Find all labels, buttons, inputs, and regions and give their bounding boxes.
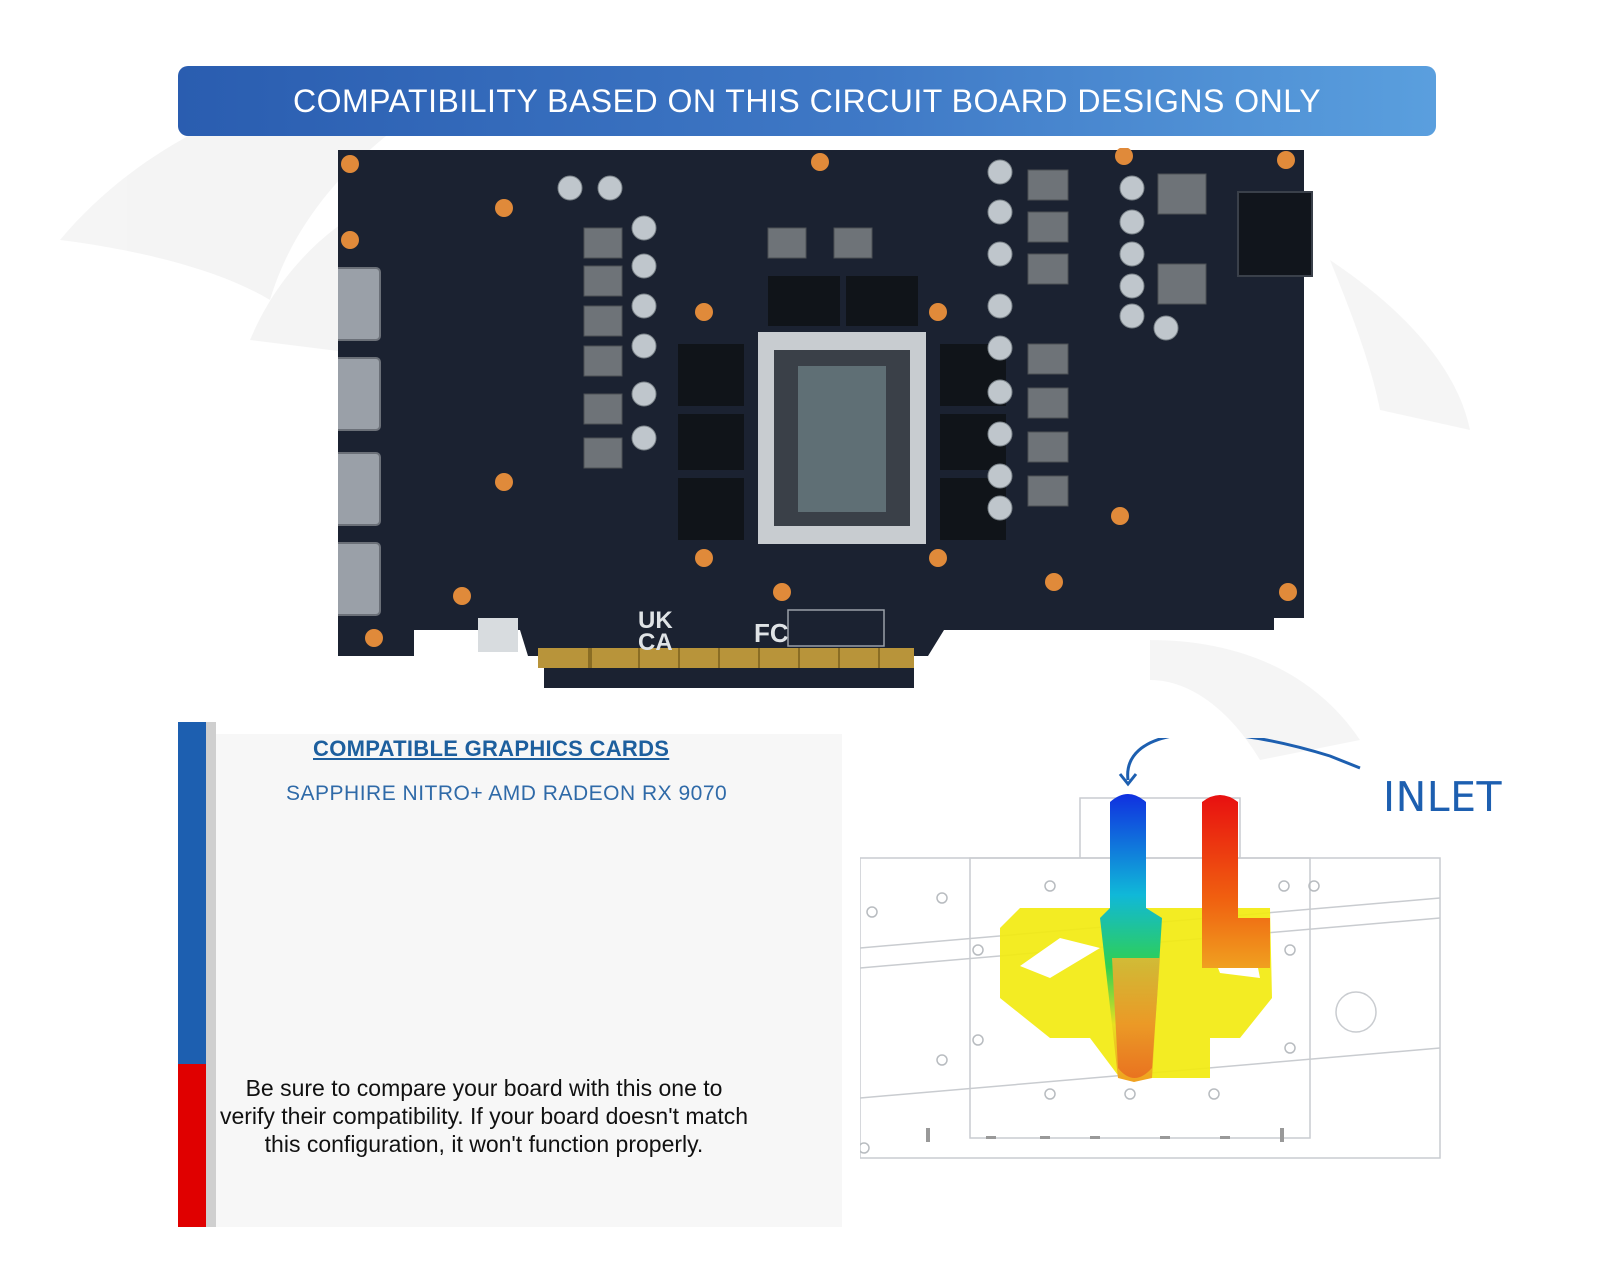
banner-title: COMPATIBILITY BASED ON THIS CIRCUIT BOAR… (292, 82, 1322, 119)
display-ports (338, 267, 381, 616)
block-screws (860, 880, 1320, 1154)
capacitors (557, 159, 1179, 521)
inlet-label: INLET (1383, 773, 1503, 821)
pcie-pins (588, 648, 880, 668)
qr-sticker (478, 618, 518, 652)
memory-chips (678, 276, 1006, 540)
pcie-connector (538, 648, 914, 668)
inlet-arrow (1126, 738, 1361, 781)
compatible-cards-heading: COMPATIBLE GRAPHICS CARDS (313, 736, 670, 761)
compatibility-note: Be sure to compare your board with this … (219, 1075, 749, 1157)
bottom-pins (926, 1128, 1284, 1142)
panel-accent-blue (178, 722, 206, 1064)
panel-background (208, 734, 842, 1227)
marking-ca: CA (638, 629, 673, 656)
marking-uk: UK (638, 607, 673, 634)
compatible-card-model: SAPPHIRE NITRO+ AMD RADEON RX 9070 (286, 782, 728, 805)
waterblock-flow-diagram (860, 738, 1441, 1159)
panel-accent-grey (206, 722, 216, 1227)
core-channel (1112, 958, 1160, 1078)
power-connector (1237, 191, 1313, 277)
compatibility-banner: COMPATIBILITY BASED ON THIS CIRCUIT BOAR… (178, 66, 1436, 136)
compatibility-panel: COMPATIBLE GRAPHICS CARDS SAPPHIRE NITRO… (178, 722, 842, 1227)
panel-accent-red (178, 1064, 206, 1227)
block-outline (860, 797, 1441, 1159)
marking-fc: FC (754, 618, 789, 648)
mounting-holes (341, 148, 1297, 647)
circuit-board-image: UK CA FC (338, 148, 1313, 688)
outlet-channel (1202, 795, 1270, 968)
chokes (583, 169, 1207, 507)
gpu-die (798, 366, 886, 512)
